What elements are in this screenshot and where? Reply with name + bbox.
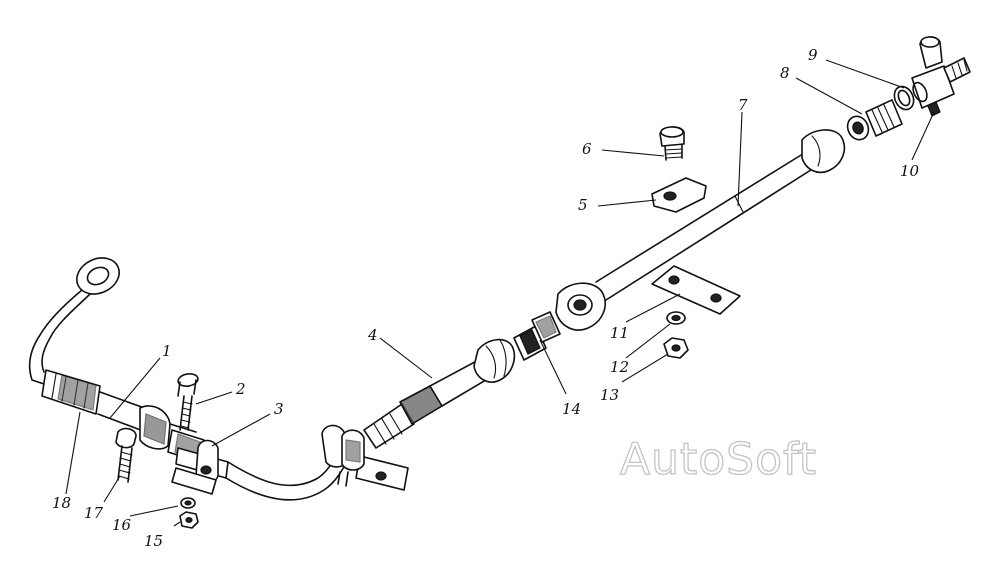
part-10-tee — [911, 36, 971, 117]
part-6-screw — [659, 126, 685, 161]
part-12-washer — [666, 311, 686, 325]
part-8-fitting — [846, 99, 903, 141]
label-14: 14 — [562, 400, 581, 418]
part-9-ring — [893, 85, 915, 111]
part-17-bolt — [115, 427, 137, 483]
label-16: 16 — [112, 516, 132, 534]
label-7: 7 — [738, 96, 748, 114]
label-9: 9 — [808, 46, 818, 64]
part-14-union — [513, 311, 561, 361]
label-17: 17 — [84, 504, 104, 522]
label-18: 18 — [52, 494, 71, 512]
part-16-washer — [180, 497, 196, 509]
part-number-labels: 1 2 3 4 5 6 7 8 9 10 11 12 13 14 15 16 1… — [52, 46, 920, 550]
label-2: 2 — [235, 380, 246, 398]
label-13: 13 — [600, 386, 619, 404]
part-5-bracket — [651, 177, 707, 213]
part-clamp-center — [321, 424, 409, 491]
part-4-pipe — [363, 338, 516, 449]
part-13-nut — [663, 337, 689, 359]
part-2-screw — [177, 373, 199, 431]
part-7-pipe — [555, 129, 846, 331]
label-11: 11 — [610, 324, 629, 342]
part-11-plate — [651, 265, 741, 315]
label-4: 4 — [367, 326, 378, 344]
watermark: AutoSoft — [620, 434, 817, 485]
part-1-clamp-left — [139, 405, 229, 495]
label-12: 12 — [610, 358, 629, 376]
label-10: 10 — [900, 162, 920, 180]
label-15: 15 — [144, 532, 163, 550]
part-15-nut — [179, 511, 199, 529]
label-1: 1 — [162, 342, 172, 360]
leader-lines — [65, 59, 935, 527]
label-3: 3 — [274, 400, 284, 418]
label-8: 8 — [780, 64, 790, 82]
part-18-banjo-pipe — [28, 257, 151, 433]
label-6: 6 — [582, 140, 592, 158]
label-5: 5 — [578, 196, 588, 214]
